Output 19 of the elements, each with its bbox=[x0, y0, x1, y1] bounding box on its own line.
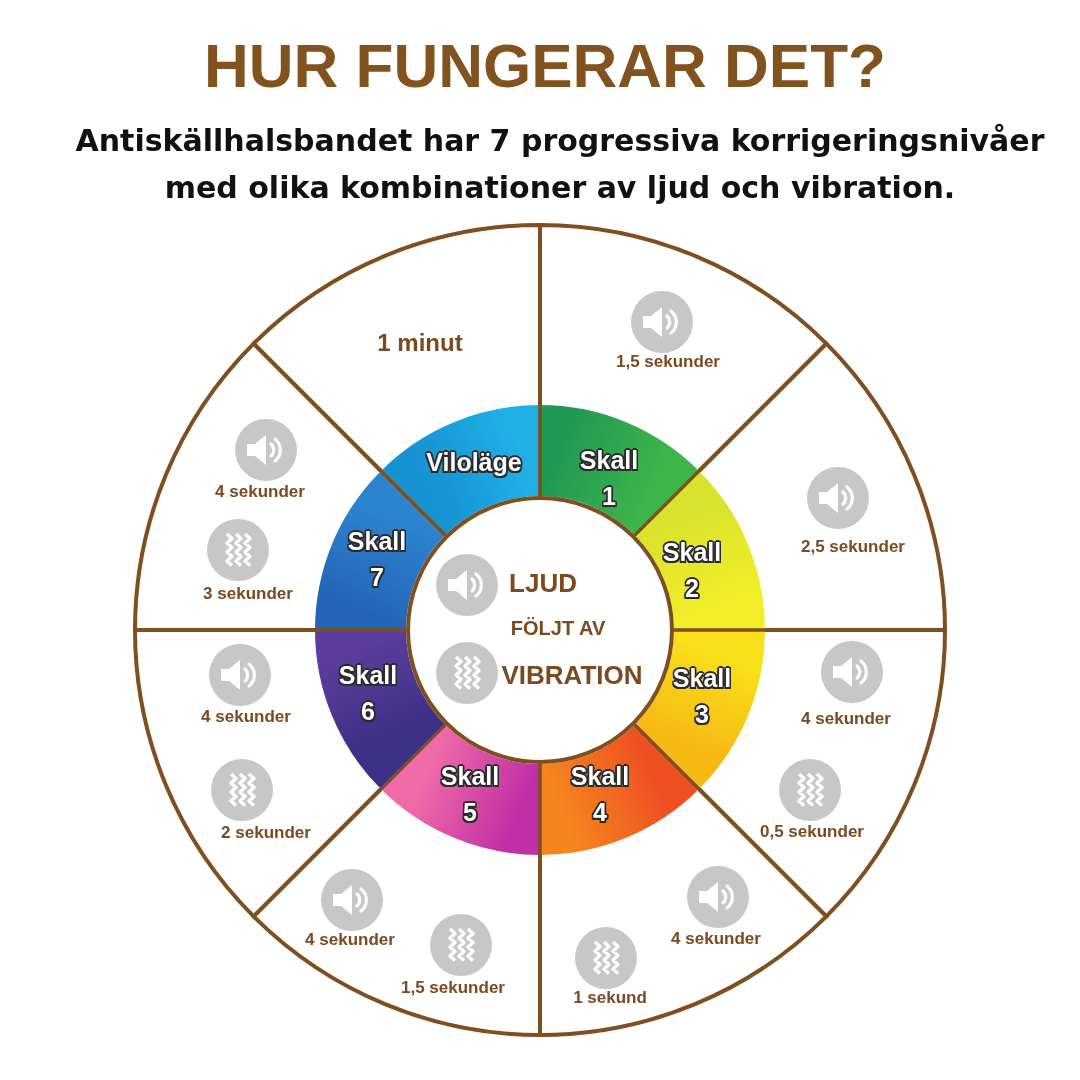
level-label: Viloläge bbox=[426, 444, 522, 480]
duration-label: 4 sekunder bbox=[215, 482, 305, 502]
duration-label: 1,5 sekunder bbox=[616, 352, 720, 372]
subtitle: Antiskällhalsbandet har 7 progressiva korrigeringsnivåer med olika kombinationer av ljud och vibration. bbox=[74, 122, 1046, 207]
duration-label: 1 minut bbox=[377, 329, 463, 357]
duration-label: 1,5 sekunder bbox=[401, 978, 505, 998]
center-label: LJUD bbox=[509, 567, 577, 599]
duration-label: 4 sekunder bbox=[305, 930, 395, 950]
center-label: FÖLJT AV bbox=[510, 616, 606, 640]
duration-label: 2 sekunder bbox=[221, 823, 311, 843]
duration-label: 1 sekund bbox=[573, 988, 647, 1008]
duration-label: 3 sekunder bbox=[203, 584, 293, 604]
title: HUR FUNGERAR DET? bbox=[203, 35, 887, 97]
center-label: VIBRATION bbox=[501, 659, 643, 691]
duration-label: 2,5 sekunder bbox=[801, 537, 905, 557]
duration-label: 4 sekunder bbox=[201, 707, 291, 727]
duration-label: 4 sekunder bbox=[671, 929, 761, 949]
duration-label: 0,5 sekunder bbox=[760, 822, 864, 842]
duration-label: 4 sekunder bbox=[801, 709, 891, 729]
